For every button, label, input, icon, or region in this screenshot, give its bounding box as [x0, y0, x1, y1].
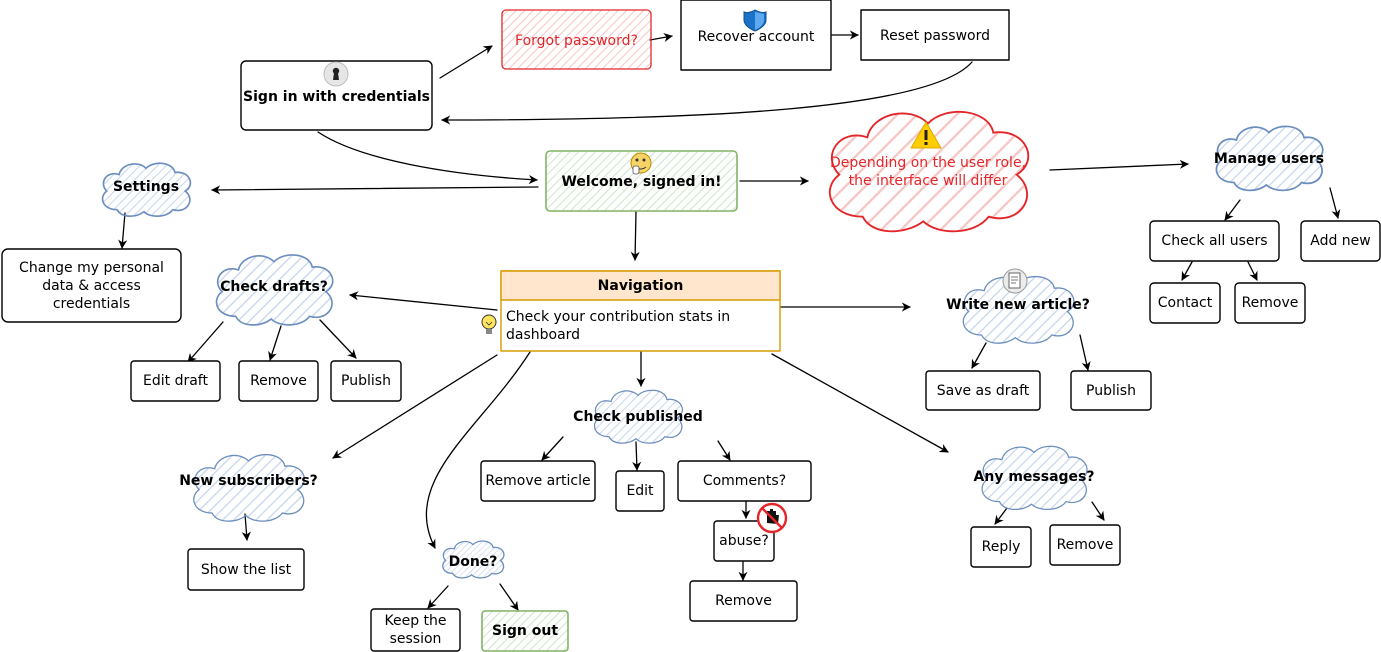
role-note: Depending on the user role, the interfac…	[829, 155, 1027, 189]
connectors	[118, 30, 1341, 611]
remove-message-node[interactable]: Remove	[1056, 537, 1114, 553]
keep-session-node[interactable]: Keep the session	[384, 613, 447, 647]
check-all-users-node[interactable]: Check all users	[1161, 233, 1268, 249]
any-messages-node[interactable]: Any messages?	[973, 469, 1095, 485]
welcome-node: Welcome, signed in!	[561, 174, 722, 190]
sign-in-node[interactable]: Sign in with credentials	[243, 89, 430, 105]
manage-users-node[interactable]: Manage users	[1213, 151, 1325, 167]
document-icon	[1002, 268, 1028, 294]
save-draft-node[interactable]: Save as draft	[936, 383, 1030, 399]
navigation-body: Check your contribution stats in dashboa…	[506, 309, 731, 343]
recover-account-node[interactable]: Recover account	[697, 29, 815, 45]
show-list-node[interactable]: Show the list	[200, 562, 292, 578]
navigation-title: Navigation	[597, 278, 684, 294]
no-hand-icon	[756, 502, 788, 534]
check-published-node[interactable]: Check published	[573, 409, 703, 425]
sign-out-node[interactable]: Sign out	[491, 623, 559, 639]
check-drafts-node[interactable]: Check drafts?	[220, 279, 328, 295]
new-subscribers-node[interactable]: New subscribers?	[179, 473, 318, 489]
remove-article-node[interactable]: Remove article	[485, 473, 591, 489]
write-article-node[interactable]: Write new article?	[946, 297, 1090, 313]
edit-draft-node[interactable]: Edit draft	[143, 373, 208, 389]
remove-comment-node[interactable]: Remove	[715, 593, 772, 609]
lightbulb-icon	[481, 314, 497, 334]
done-node[interactable]: Done?	[448, 554, 498, 570]
abuse-node[interactable]: abuse?	[719, 533, 769, 549]
reply-node[interactable]: Reply	[981, 539, 1021, 555]
keyhole-icon	[323, 61, 349, 87]
forgot-password-node[interactable]: Forgot password?	[515, 33, 638, 49]
contact-user-node[interactable]: Contact	[1157, 295, 1213, 311]
user-icon	[630, 152, 652, 175]
add-new-user-node[interactable]: Add new	[1310, 233, 1371, 249]
reset-password-node[interactable]: Reset password	[879, 28, 991, 44]
remove-user-node[interactable]: Remove	[1241, 295, 1299, 311]
warning-icon	[910, 121, 942, 149]
edit-published-node[interactable]: Edit	[626, 483, 654, 499]
comments-node[interactable]: Comments?	[702, 473, 787, 489]
publish-draft-node[interactable]: Publish	[341, 373, 391, 389]
settings-node[interactable]: Settings	[112, 179, 180, 195]
publish-article-node[interactable]: Publish	[1086, 383, 1136, 399]
remove-draft-node[interactable]: Remove	[250, 373, 307, 389]
shield-icon	[743, 9, 767, 32]
change-data-node[interactable]: Change my personal data & access credent…	[19, 260, 164, 312]
